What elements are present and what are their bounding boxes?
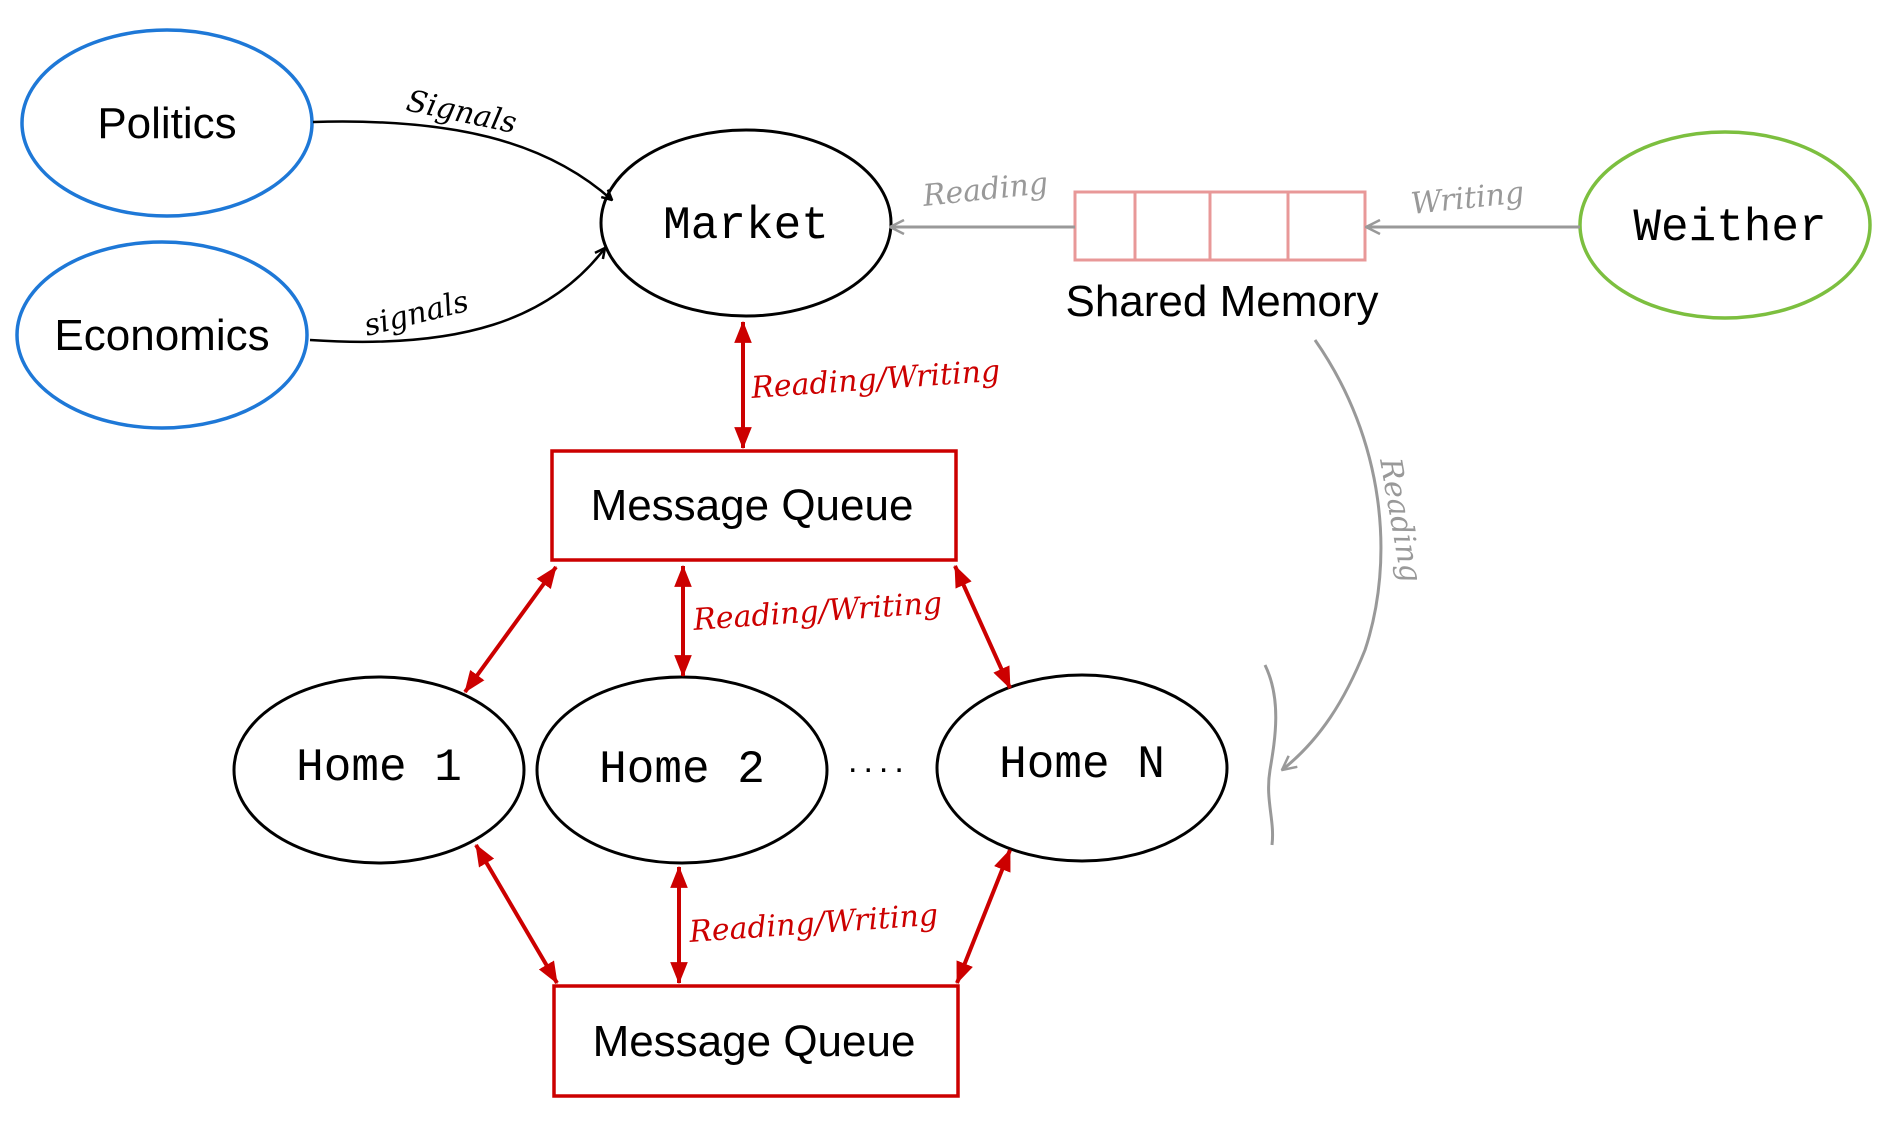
message-queue-top: Message Queue xyxy=(550,449,958,562)
market-queue-label: Reading/Writing xyxy=(749,354,1001,406)
home-1-queue-bottom-edge xyxy=(474,843,559,985)
weither-node: Weither xyxy=(1578,130,1872,320)
shared-memory: Shared Memory xyxy=(1065,190,1379,326)
market-reading-label: Reading xyxy=(920,166,1050,214)
politics-signals-label: Signals xyxy=(403,84,519,141)
home-2-node: Home 2 xyxy=(535,675,829,865)
message-queue-top-label: Message Queue xyxy=(591,481,914,530)
home-n-queue-bottom-edge xyxy=(955,848,1012,985)
home-n-node: Home N xyxy=(935,673,1229,863)
home-2-label: Home 2 xyxy=(599,744,765,796)
message-queue-bottom: Message Queue xyxy=(552,984,960,1098)
economics-node: Economics xyxy=(15,240,309,430)
message-queue-bottom-label: Message Queue xyxy=(593,1017,916,1066)
homes-bracket xyxy=(1263,664,1278,846)
economics-label: Economics xyxy=(54,311,269,360)
weither-writing-label: Writing xyxy=(1409,175,1526,222)
politics-label: Politics xyxy=(97,99,236,148)
economics-to-market-edge xyxy=(309,248,605,344)
market-node: Market xyxy=(599,128,893,318)
shared-memory-label: Shared Memory xyxy=(1065,277,1378,326)
home-1-label: Home 1 xyxy=(296,742,462,794)
queue-home-2-label: Reading/Writing xyxy=(691,586,943,638)
home-n-label: Home N xyxy=(999,739,1165,791)
home-2-queue-label: Reading/Writing xyxy=(687,898,939,950)
politics-to-market-edge xyxy=(312,120,612,200)
queue-top-home-n-edge xyxy=(953,564,1012,690)
politics-node: Politics xyxy=(20,28,314,218)
home-1-node: Home 1 xyxy=(232,675,526,865)
market-label: Market xyxy=(663,200,829,252)
homes-ellipsis: .... xyxy=(848,742,910,780)
memory-to-homes-edge xyxy=(1282,339,1383,770)
weither-label: Weither xyxy=(1633,202,1826,254)
queue-top-home-1-edge xyxy=(463,565,558,694)
